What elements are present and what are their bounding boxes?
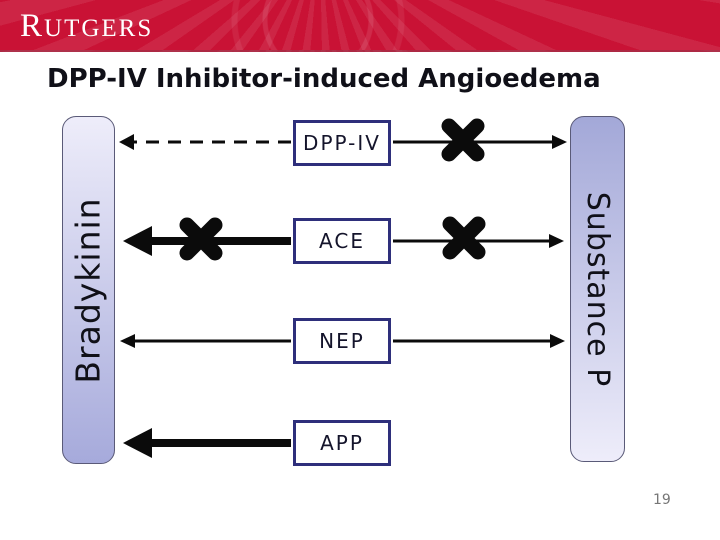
nep-box-label: NEP [319, 329, 365, 353]
substance-p-bar: Substance P [570, 116, 625, 462]
substance-p-label: Substance P [580, 191, 615, 387]
slide-title: DPP-IV Inhibitor-induced Angioedema [47, 64, 601, 94]
bradykinin-bar: Bradykinin [62, 116, 115, 464]
dpp-iv-box-label: DPP-IV [303, 131, 381, 155]
blocked-x-icon [179, 217, 223, 261]
app-box-label: APP [320, 431, 364, 455]
arrow-app-to-bradykinin-thick [123, 428, 291, 458]
page-number: 19 [653, 492, 671, 508]
app-box: APP [293, 420, 391, 466]
ace-box-label: ACE [319, 229, 365, 253]
ace-box: ACE [293, 218, 391, 264]
arrow-nep-to-bradykinin [120, 334, 291, 348]
arrow-nep-to-substancep [393, 334, 565, 348]
rutgers-banner: RUTGERS [0, 0, 720, 52]
arrow-ace-to-substancep [393, 234, 564, 248]
arrow-dppiv-to-bradykinin-dashed [119, 134, 291, 150]
arrow-ace-to-bradykinin-thick [123, 226, 291, 256]
rutgers-logo: RUTGERS [20, 8, 154, 44]
bradykinin-label: Bradykinin [69, 196, 108, 384]
dpp-iv-box: DPP-IV [293, 120, 391, 166]
blocked-x-icon [442, 216, 486, 260]
blocked-x-icon [441, 118, 485, 162]
nep-box: NEP [293, 318, 391, 364]
arrow-dppiv-to-substancep [393, 135, 567, 149]
